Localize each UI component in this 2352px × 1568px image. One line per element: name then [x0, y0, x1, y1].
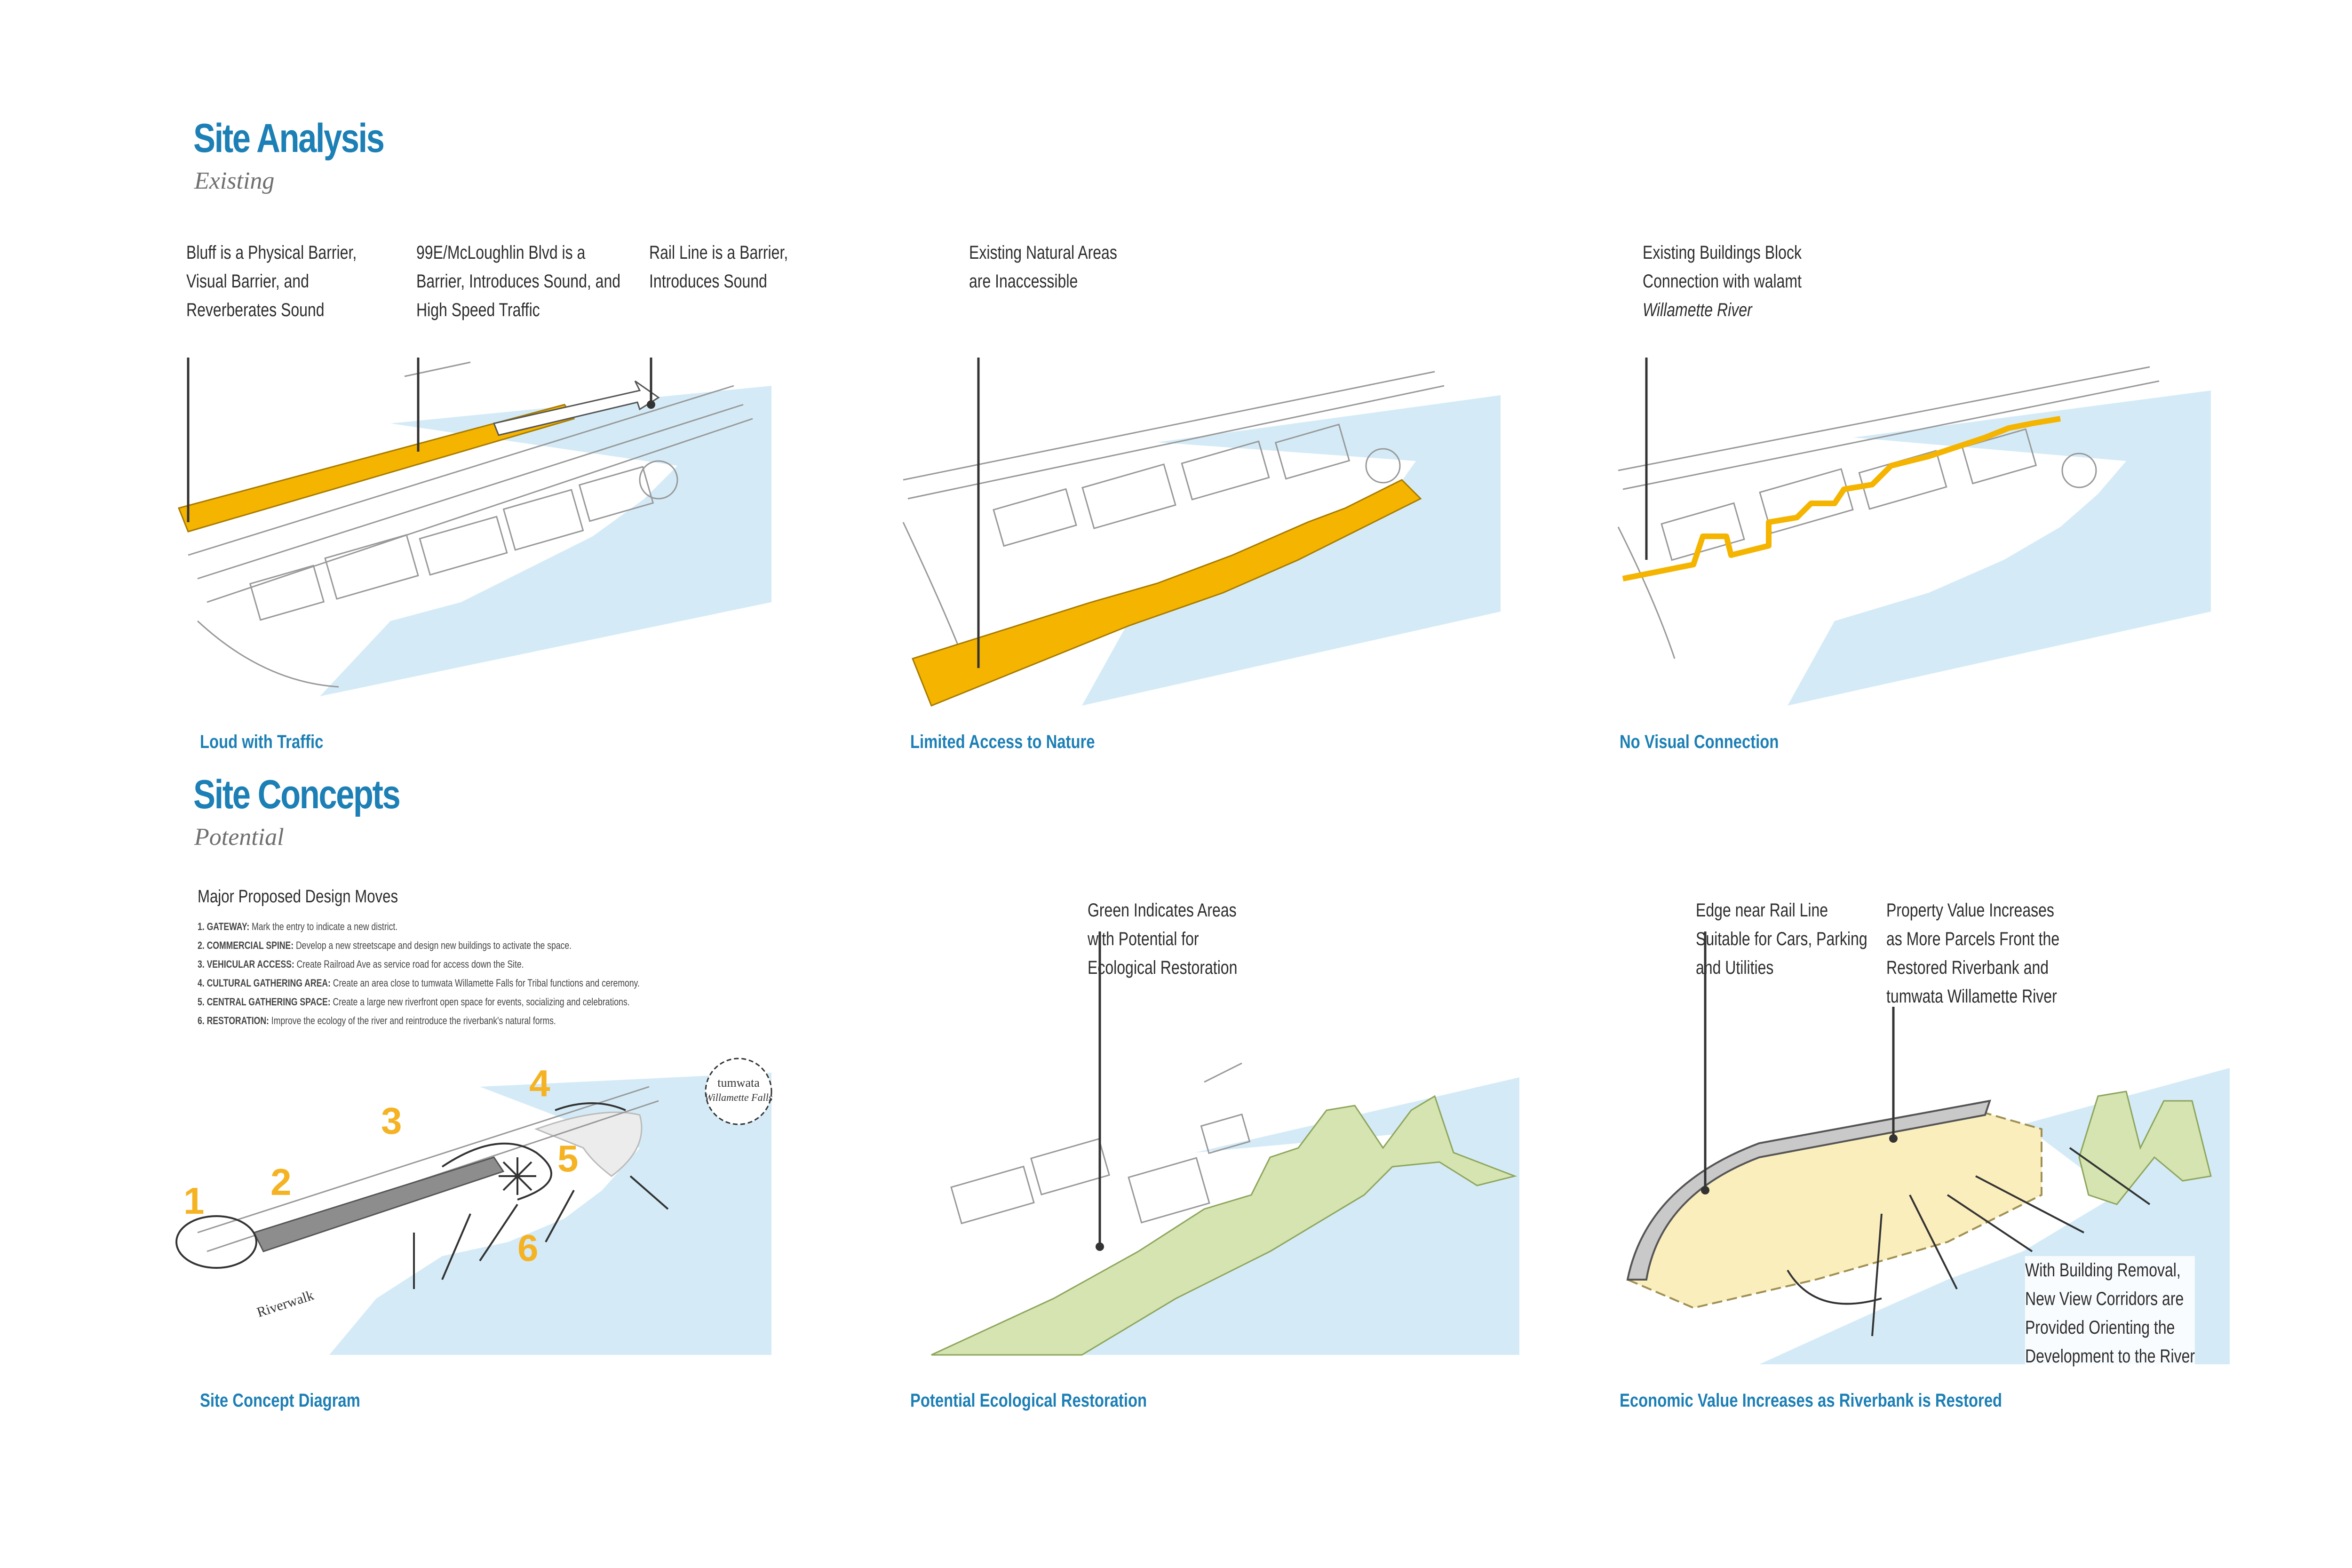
caption-loud-with-traffic: Loud with Traffic	[200, 732, 324, 752]
site-sketch-traffic	[177, 358, 771, 696]
concept-number-5: 5	[557, 1138, 579, 1179]
concepts-title: Site Concepts	[193, 772, 401, 817]
caption-no-visual-connection: No Visual Connection	[1620, 732, 1779, 752]
analysis-title: Site Analysis	[193, 116, 385, 161]
restoration-area	[931, 1095, 1517, 1356]
river	[329, 1073, 771, 1355]
concept-number-2: 2	[270, 1161, 292, 1203]
design-moves-title: Major Proposed Design Moves	[198, 887, 398, 907]
natural-area-highlight	[912, 479, 1422, 707]
riverwalk-label: Riverwalk	[255, 1288, 316, 1321]
design-move-item: 1. GATEWAY: Mark the entry to indicate a…	[198, 921, 398, 932]
annotation-property-value: Property Value Increases as More Parcels…	[1886, 900, 2060, 1007]
gateway-circle	[175, 1215, 257, 1269]
annotation-view-corridors: With Building Removal, New View Corridor…	[2025, 1256, 2195, 1371]
concept-number-4: 4	[529, 1062, 550, 1104]
design-move-item: 5. CENTRAL GATHERING SPACE: Create a lar…	[198, 996, 630, 1008]
design-move-item: 4. CULTURAL GATHERING AREA: Create an ar…	[198, 977, 640, 989]
annotation-rail-line: Rail Line is a Barrier, Introduces Sound	[649, 242, 788, 292]
visual-barrier-line	[1622, 416, 2061, 581]
caption-limited-access: Limited Access to Nature	[910, 732, 1095, 752]
caption-ecological-restoration: Potential Ecological Restoration	[910, 1390, 1147, 1411]
caption-economic-value: Economic Value Increases as Riverbank is…	[1620, 1390, 2002, 1411]
falls-label-top: tumwata	[717, 1076, 760, 1090]
river	[1788, 390, 2211, 706]
annotation-green-areas: Green Indicates Areas with Potential for…	[1088, 900, 1238, 978]
concept-number-6: 6	[517, 1227, 539, 1269]
annotation-buildings-block: Existing Buildings Block Connection with…	[1643, 242, 1802, 320]
bank	[534, 1111, 643, 1177]
river	[1082, 395, 1501, 706]
design-move-item: 3. VEHICULAR ACCESS: Create Railroad Ave…	[198, 958, 524, 970]
site-sketch-visual	[1617, 358, 2211, 706]
site-sketch-nature	[902, 358, 1501, 707]
design-move-item: 2. COMMERCIAL SPINE: Develop a new stree…	[198, 939, 572, 951]
site-sketch-restoration	[931, 931, 1519, 1356]
falls-label-bottom: Willamette Falls	[705, 1091, 773, 1103]
annotation-natural-areas: Existing Natural Areas are Inaccessible	[969, 242, 1117, 292]
analysis-subtitle: Existing	[194, 167, 275, 194]
design-moves-list: 1. GATEWAY: Mark the entry to indicate a…	[198, 917, 640, 1030]
site-concept-diagram: tumwata Willamette Falls Riverwalk 1 2 3…	[175, 1058, 773, 1355]
concepts-subtitle: Potential	[194, 824, 284, 851]
concept-number-3: 3	[381, 1100, 402, 1142]
annotation-highway: 99E/McLoughlin Blvd is a Barrier, Introd…	[416, 242, 621, 320]
falls-badge: tumwata Willamette Falls	[705, 1058, 773, 1125]
bluff-highlight	[177, 404, 575, 533]
rail-edge-zone	[1626, 1099, 1991, 1281]
concept-number-1: 1	[183, 1180, 205, 1222]
commercial-spine	[253, 1156, 505, 1252]
central-gathering-star	[499, 1157, 536, 1195]
annotation-bluff: Bluff is a Physical Barrier, Visual Barr…	[186, 242, 357, 320]
annotation-rail-edge: Edge near Rail Line Suitable for Cars, P…	[1696, 900, 1867, 978]
restored-bank	[2078, 1090, 2212, 1205]
caption-site-concept-diagram: Site Concept Diagram	[200, 1390, 360, 1411]
river	[320, 386, 771, 696]
design-move-item: 6. RESTORATION: Improve the ecology of t…	[198, 1015, 556, 1027]
